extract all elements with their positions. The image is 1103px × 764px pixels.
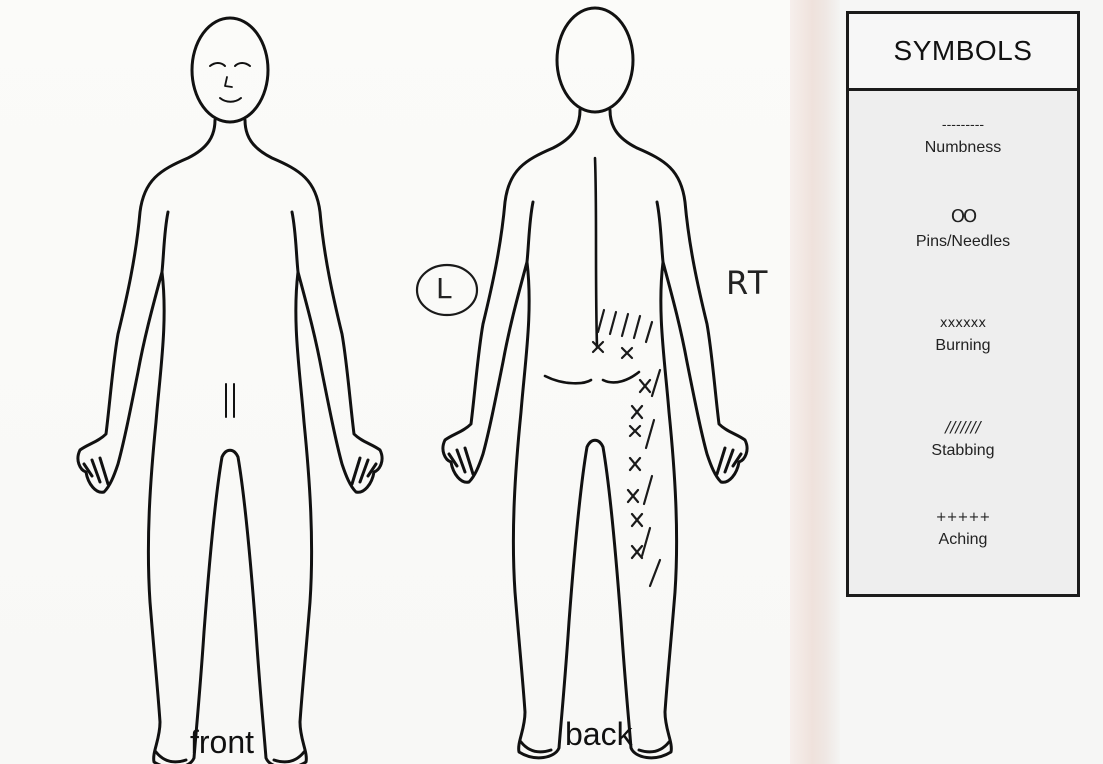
back-body-outline — [443, 8, 747, 758]
burning-symbol: xxxxxx — [849, 316, 1077, 331]
legend-item-numbness: --------- Numbness — [849, 118, 1077, 157]
pins-needles-symbol: OO — [849, 206, 1077, 227]
legend-item-aching: +++++ Aching — [849, 510, 1077, 549]
body-diagrams — [0, 0, 790, 764]
aching-label: Aching — [849, 531, 1077, 549]
legend-item-stabbing: /////// Stabbing — [849, 418, 1077, 460]
aching-symbol: +++++ — [849, 510, 1077, 525]
left-side-annotation: L — [436, 272, 452, 305]
symbols-legend: SYMBOLS --------- Numbness OO Pins/Needl… — [846, 11, 1080, 597]
page-crease — [790, 0, 840, 764]
legend-item-burning: xxxxxx Burning — [849, 316, 1077, 355]
right-side-annotation: RT — [726, 264, 769, 302]
legend-title: SYMBOLS — [849, 14, 1077, 91]
legend-item-pins-needles: OO Pins/Needles — [849, 206, 1077, 251]
burning-label: Burning — [849, 337, 1077, 355]
stabbing-label: Stabbing — [849, 442, 1077, 460]
front-body-outline — [78, 18, 382, 764]
numbness-label: Numbness — [849, 139, 1077, 157]
numbness-symbol: --------- — [849, 118, 1077, 133]
front-caption: front — [190, 724, 254, 761]
pins-needles-label: Pins/Needles — [849, 233, 1077, 251]
back-caption: back — [565, 716, 633, 753]
stabbing-symbol: /////// — [849, 418, 1077, 436]
